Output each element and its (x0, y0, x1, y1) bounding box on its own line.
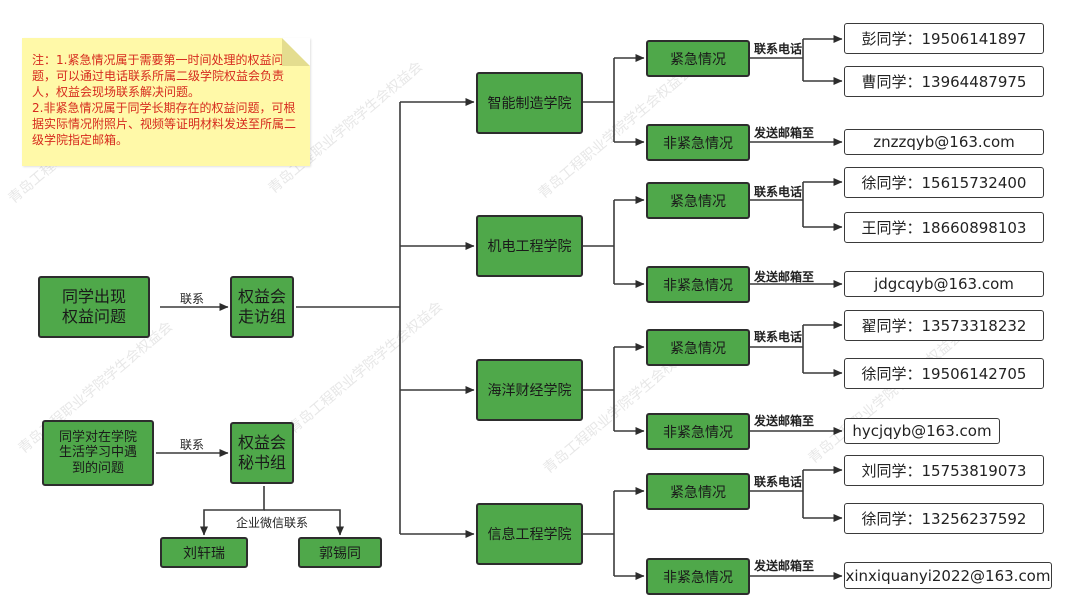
nonurgent-box: 非紧急情况 (646, 413, 750, 450)
secretary-team-box: 权益会 秘书组 (230, 422, 294, 484)
contact-card: 曹同学：13964487975 (844, 66, 1044, 97)
email-card: hycjqyb@163.com (844, 418, 1000, 444)
note-line-2: 2.非紧急情况属于同学长期存在的权益问题，可根据实际情况附照片、视频等证明材料发… (32, 101, 297, 147)
urgent-box: 紧急情况 (646, 329, 750, 366)
email-card: znzzqyb@163.com (844, 129, 1044, 155)
issue-box-1-line-2: 权益问题 (61, 307, 126, 326)
contact-card: 徐同学：13256237592 (844, 503, 1044, 534)
phone-label: 联系电话 (754, 330, 803, 344)
person-box-1: 刘轩瑞 (160, 537, 248, 568)
phone-label: 联系电话 (754, 475, 803, 489)
note-line-1: 注：1.紧急情况属于需要第一时间处理的权益问题，可以通过电话联系所属二级学院权益… (32, 53, 285, 99)
phone-label: 联系电话 (754, 185, 803, 199)
contact-card: 翟同学：13573318232 (844, 310, 1044, 341)
secretary-team-line-2: 秘书组 (237, 453, 286, 472)
email-card: jdgcqyb@163.com (844, 271, 1044, 297)
issue-box-2-line-3: 到的问题 (71, 460, 124, 476)
contact-label-2: 联系 (180, 438, 205, 452)
contact-card: 彭同学：19506141897 (844, 23, 1044, 54)
college-box: 智能制造学院 (476, 72, 583, 134)
email-label: 发送邮箱至 (754, 559, 815, 573)
email-label: 发送邮箱至 (754, 126, 815, 140)
issue-box-2-line-2: 生活学习中遇 (58, 445, 137, 461)
urgent-box: 紧急情况 (646, 40, 750, 77)
nonurgent-box: 非紧急情况 (646, 124, 750, 161)
visit-team-line-1: 权益会 (237, 287, 286, 306)
urgent-box: 紧急情况 (646, 182, 750, 219)
issue-box-1-line-1: 同学出现 (61, 287, 126, 306)
issue-box-1: 同学出现 权益问题 (38, 276, 150, 338)
contact-card: 刘同学：15753819073 (844, 455, 1044, 486)
contact-label-1: 联系 (180, 292, 205, 306)
issue-box-2: 同学对在学院 生活学习中遇 到的问题 (42, 420, 154, 486)
college-box: 海洋财经学院 (476, 359, 583, 421)
email-card: xinxiquanyi2022@163.com (844, 562, 1052, 589)
note-box: 注：1.紧急情况属于需要第一时间处理的权益问题，可以通过电话联系所属二级学院权益… (22, 38, 310, 166)
person-box-2: 郭锡同 (298, 537, 382, 568)
issue-box-2-line-1: 同学对在学院 (58, 429, 137, 445)
college-box: 信息工程学院 (476, 503, 583, 565)
college-box: 机电工程学院 (476, 215, 583, 277)
phone-label: 联系电话 (754, 42, 803, 56)
contact-card: 王同学：18660898103 (844, 212, 1044, 243)
visit-team-box: 权益会 走访组 (230, 276, 294, 338)
contact-card: 徐同学：15615732400 (844, 167, 1044, 198)
visit-team-line-2: 走访组 (237, 307, 286, 326)
wechat-contact-label: 企业微信联系 (236, 516, 309, 530)
urgent-box: 紧急情况 (646, 473, 750, 510)
contact-card: 徐同学：19506142705 (844, 358, 1044, 389)
nonurgent-box: 非紧急情况 (646, 558, 750, 595)
email-label: 发送邮箱至 (754, 414, 815, 428)
note-fold-corner (282, 38, 310, 66)
nonurgent-box: 非紧急情况 (646, 266, 750, 303)
secretary-team-line-1: 权益会 (237, 433, 286, 452)
email-label: 发送邮箱至 (754, 270, 815, 284)
